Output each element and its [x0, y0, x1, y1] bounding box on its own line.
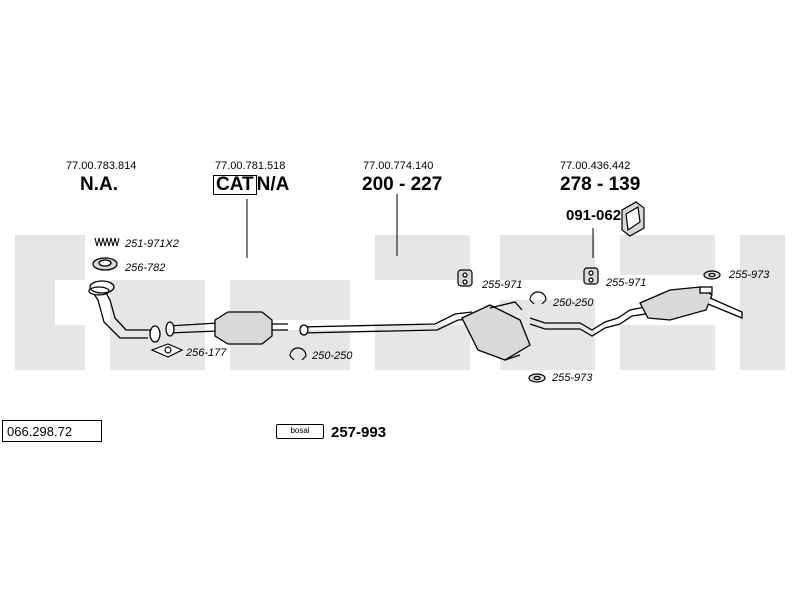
- mounting-bracket-icon: [621, 201, 645, 237]
- bosal-brand-box: bosal: [276, 424, 324, 439]
- gasket-ring-part-number: 256-782: [125, 262, 166, 274]
- oem-number-front-pipe: 77.00.783.814: [66, 160, 137, 172]
- flange-gasket-part-number: 256-177: [186, 347, 227, 359]
- clamp-icon: [529, 291, 547, 305]
- part-center-silencer: 200 - 227: [362, 174, 443, 195]
- clamp-icon: [289, 347, 307, 361]
- gasket-ring-icon: [92, 257, 118, 271]
- oem-number-catalyst: 77.00.781.518: [215, 160, 286, 172]
- hanger-part-number-2: 255-971: [606, 277, 647, 289]
- rear-connecting-pipe: [529, 305, 653, 337]
- rubber-ring-part-number-1: 255-973: [729, 269, 770, 281]
- oem-number-center-silencer: 77.00.774.140: [363, 160, 434, 172]
- cat-label: CAT: [213, 175, 257, 195]
- rubber-ring-icon: [703, 270, 721, 280]
- catalytic-converter: [165, 311, 288, 345]
- hanger-part-number-1: 255-971: [482, 279, 523, 291]
- leader-lines: [246, 194, 594, 258]
- rear-silencer: [639, 286, 743, 321]
- cat-na-label: N/A: [256, 174, 290, 195]
- rubber-hanger-icon: [583, 267, 599, 285]
- bosal-watermark: [15, 235, 785, 370]
- rubber-ring-part-number-2: 255-973: [552, 372, 593, 384]
- mounting-kit-number: 257-993: [331, 424, 387, 441]
- flange-gasket-icon: [150, 343, 184, 358]
- clamp-part-number-2: 250-250: [553, 297, 594, 309]
- clamp-part-number-1: 250-250: [312, 350, 353, 362]
- spring-icon: [94, 237, 120, 247]
- part-rear-silencer: 278 - 139: [560, 174, 641, 195]
- rubber-ring-icon: [528, 373, 546, 383]
- rubber-hanger-icon: [457, 269, 473, 287]
- spring-part-number: 251-971X2: [125, 238, 179, 250]
- front-pipe: [88, 280, 161, 343]
- part-front-pipe: N.A.: [80, 174, 118, 195]
- reference-number: 066.298.72: [2, 420, 102, 442]
- center-silencer: [461, 301, 531, 361]
- oem-number-rear-silencer: 77.00.436.442: [560, 160, 631, 172]
- part-mounting-bracket: 091-062: [566, 207, 622, 224]
